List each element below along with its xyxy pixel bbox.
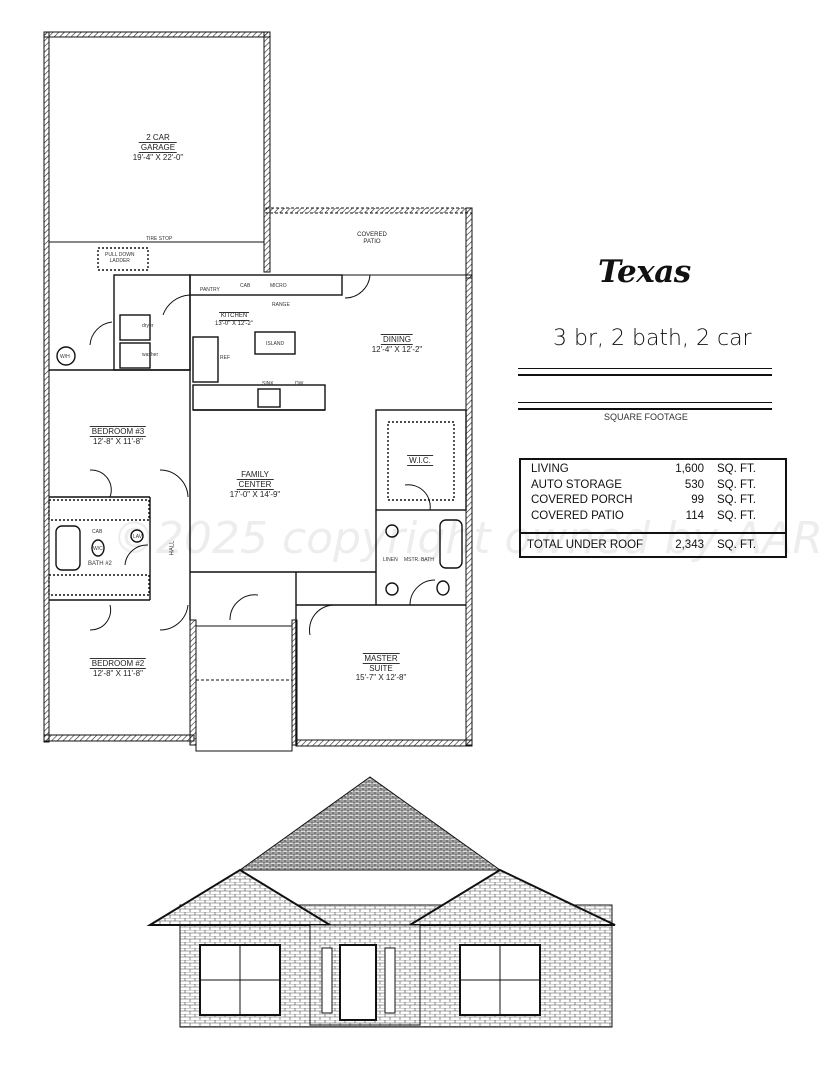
ladder-line-2: LADDER <box>109 258 130 264</box>
plan-subtitle: 3 br, 2 bath, 2 car <box>553 326 752 351</box>
door-swings <box>89 274 436 636</box>
wic-label: W.I.C. <box>407 455 433 466</box>
garage-dimensions: 19'-4" X 22'-0" <box>132 153 184 162</box>
bedroom2-dimensions: 12'-8" X 11'-8" <box>93 669 143 678</box>
exterior-walls <box>43 31 473 752</box>
dryer-label: dryer <box>142 323 154 329</box>
divider <box>518 374 772 376</box>
ref-label: REF <box>220 355 230 361</box>
water-heater-label: W/H <box>60 354 70 360</box>
micro-label: MICRO <box>270 283 287 289</box>
master-bath-label: MSTR. BATH <box>404 557 434 563</box>
sqft-unit: SQ. FT. <box>717 463 756 475</box>
copyright-watermark: ©2025 copyright owned by AAR <box>112 513 823 564</box>
garage-label: 2 CAR GARAGE 19'-4" X 22'-0" <box>133 133 184 162</box>
dining-name: DINING <box>380 334 413 345</box>
bath2-label: BATH #2 <box>88 561 112 567</box>
sink-label: SINK <box>262 381 274 387</box>
sqft-row: COVERED PATIO 114 SQ. FT. <box>521 509 785 525</box>
divider <box>518 408 772 410</box>
family-name-1: FAMILY <box>241 470 269 479</box>
sqft-value: 1,600 <box>675 463 704 475</box>
bedroom3-dimensions: 12'-8" X 11'-8" <box>93 437 143 446</box>
sqft-row: AUTO STORAGE 530 SQ. FT. <box>521 478 785 494</box>
tire-stop-label: TIRE STOP <box>146 236 173 242</box>
ladder-line-1: PULL DOWN <box>105 252 135 258</box>
interior-walls <box>48 247 467 745</box>
master-dimensions: 15'-7" X 12'-8" <box>355 673 407 682</box>
garage-name-1: 2 CAR <box>146 133 170 142</box>
plan-title: Texas <box>598 254 691 290</box>
patio-line-1: COVERED <box>357 232 387 238</box>
divider <box>518 402 772 403</box>
sqft-name: COVERED PORCH <box>531 494 633 506</box>
sqft-unit: SQ. FT. <box>717 494 756 506</box>
master-name-2: SUITE <box>369 664 393 673</box>
sqft-value: 99 <box>691 494 704 506</box>
family-name-2: CENTER <box>236 479 274 490</box>
total-name: TOTAL UNDER ROOF <box>527 539 644 551</box>
sqft-name: LIVING <box>531 463 569 475</box>
elevation-drawing <box>146 776 616 1028</box>
kitchen-dimensions: 13'-0" X 12'-2" <box>215 321 253 327</box>
dining-dimensions: 12'-4" X 12'-2" <box>371 345 423 354</box>
bedroom3-name: BEDROOM #3 <box>89 426 147 437</box>
dw-label: DW <box>295 381 304 387</box>
hall-label: HALL <box>169 540 176 556</box>
wic-name: W.I.C. <box>407 455 433 466</box>
sqft-value: 530 <box>684 478 704 491</box>
family-dimensions: 17'-0" X 14'-9" <box>229 490 281 499</box>
pantry-label: PANTRY <box>200 287 220 293</box>
bath2-cab-label: CAB <box>92 529 103 535</box>
range-label: RANGE <box>272 302 290 308</box>
total-value: 2,343 <box>675 539 704 551</box>
sqft-total: TOTAL UNDER ROOF 2,343 SQ. FT. <box>521 532 785 556</box>
sqft-name: AUTO STORAGE <box>531 478 622 491</box>
total-unit: SQ. FT. <box>717 539 756 551</box>
sqft-name: COVERED PATIO <box>531 509 624 522</box>
patio-line-2: PATIO <box>363 239 381 245</box>
garage-name-2: GARAGE <box>138 142 178 153</box>
bath2-wc-label: W/C <box>93 546 103 552</box>
linen-label: LINEN <box>383 557 398 563</box>
island-label: ISLAND <box>266 341 285 347</box>
bath2-lav-label: LAV <box>133 534 143 540</box>
cab-label: CAB <box>240 283 251 289</box>
square-footage-heading: SQUARE FOOTAGE <box>604 412 688 422</box>
sqft-unit: SQ. FT. <box>717 478 756 491</box>
sqft-unit: SQ. FT. <box>717 509 756 522</box>
washer-label: washer <box>142 352 159 358</box>
kitchen-name: KITCHEN <box>218 312 250 321</box>
sqft-row: COVERED PORCH 99 SQ. FT. <box>521 493 785 509</box>
sqft-value: 114 <box>685 509 704 522</box>
divider <box>518 368 772 369</box>
master-name-1: MASTER <box>362 653 400 664</box>
sqft-row: LIVING 1,600 SQ. FT. <box>521 462 785 478</box>
bedroom2-name: BEDROOM #2 <box>89 658 147 669</box>
